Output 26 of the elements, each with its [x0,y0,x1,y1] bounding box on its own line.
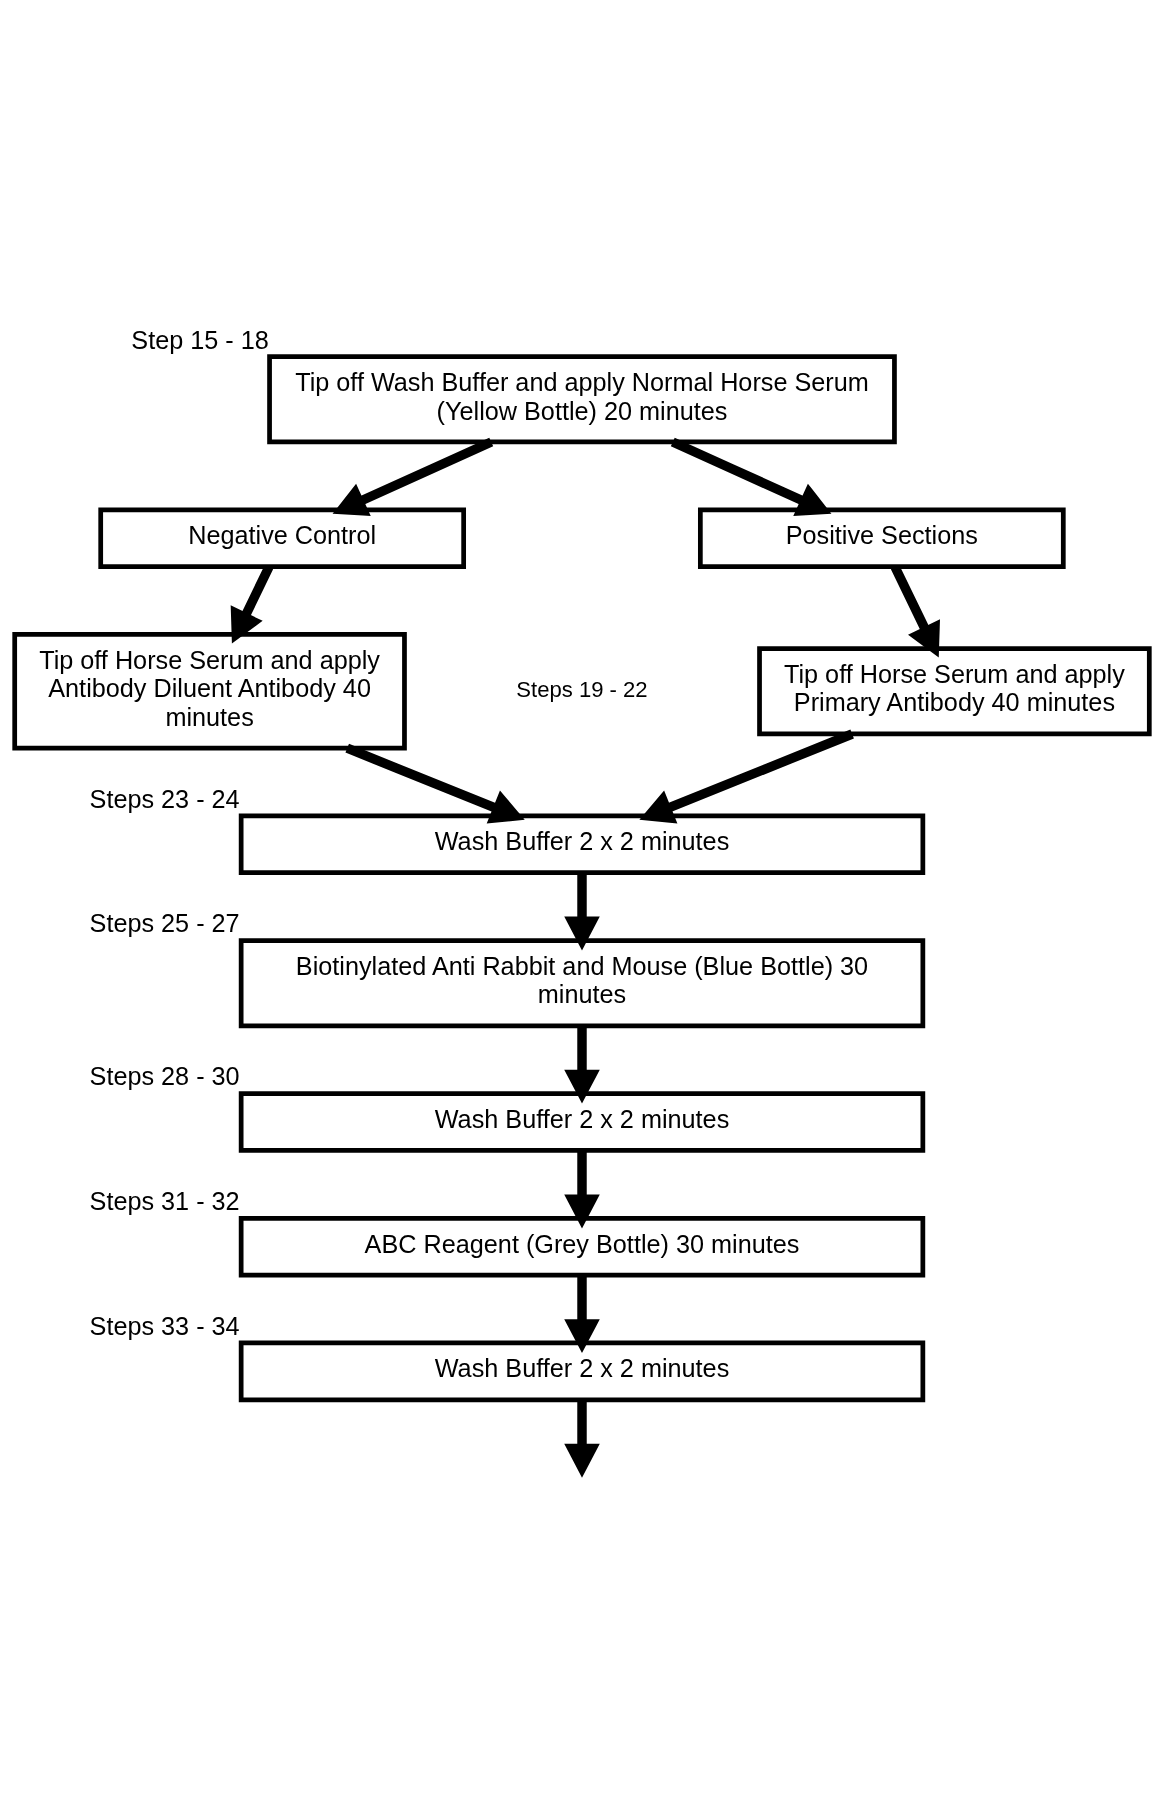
label: Steps 19 - 22 [516,676,648,702]
arrow [564,1274,600,1353]
node-box: Tip off Horse Serum and apply Antibody Diluent Antibody 40 minutes [12,631,407,750]
arrow [564,1399,600,1478]
node-box: Positive Sections [698,506,1066,569]
node-box: Biotinylated Anti Rabbit and Mouse (Blue Bottle) 30 minutes [238,937,926,1028]
arrow [332,437,494,516]
node-box: ABC Reagent (Grey Bottle) 30 minutes [238,1215,926,1277]
node-box: Wash Buffer 2 x 2 minutes [238,1340,926,1402]
node-box: Tip off Wash Buffer and apply Normal Horse Serum (Yellow Bottle) 20 minutes [267,353,897,444]
arrow [564,1025,600,1104]
node-label: Steps 23 - 24 [89,784,240,813]
node-label: Steps 31 - 32 [89,1186,240,1215]
arrow [670,437,832,516]
arrow [564,872,600,950]
node-label: Steps 25 - 27 [89,908,240,937]
node-box: Negative Control [98,506,466,569]
node-box: Tip off Horse Serum and apply Primary Antibody 40 minutes [757,645,1152,736]
node-box: Wash Buffer 2 x 2 minutes [238,813,926,875]
node-label: Steps 28 - 30 [89,1061,240,1090]
node-label: Steps 33 - 34 [89,1311,240,1340]
node-label: Step 15 - 18 [131,325,269,354]
arrow [639,729,854,823]
arrow [345,743,525,824]
node-box: Wash Buffer 2 x 2 minutes [238,1090,926,1153]
arrow [564,1150,600,1228]
